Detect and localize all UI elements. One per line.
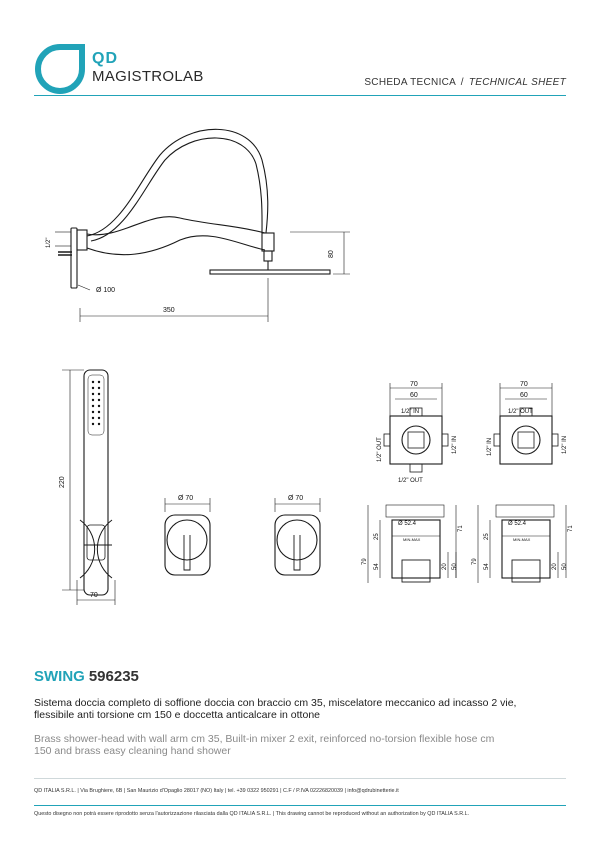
- dim-box-1-50: 50: [452, 563, 458, 570]
- dim-box-1-79: 79: [362, 558, 368, 565]
- dim-shower-diameter: Ø 100: [96, 287, 115, 294]
- dim-box-1-25: 25: [374, 533, 380, 540]
- product-code: 596235: [88, 668, 139, 685]
- qd-drop-logo-icon: [35, 44, 85, 94]
- dim-box-2-inner-width: 60: [520, 392, 528, 399]
- sheet-label-it: SCHEDA TECNICA: [364, 77, 456, 88]
- brand-name: MAGISTROLAB: [92, 68, 204, 85]
- dim-box-2-left: 1/2" IN: [487, 438, 493, 456]
- shower-head-drawing: [55, 128, 331, 289]
- dim-hand-width: 70: [90, 592, 98, 599]
- dim-box-1-20: 20: [442, 563, 448, 570]
- sheet-label: SCHEDA TECNICA / TECHNICAL SHEET: [364, 77, 566, 88]
- dim-shower-length: 350: [163, 307, 175, 314]
- header-divider: [34, 95, 566, 96]
- dim-box-1-54: 54: [374, 563, 380, 570]
- dim-box-1-inner-width: 60: [410, 392, 418, 399]
- dim-box-2-50: 50: [562, 563, 568, 570]
- box-2-top-drawing: [493, 407, 559, 465]
- hand-shower-spray-dots: [91, 380, 101, 426]
- company-info: QD ITALIA S.R.L. | Via Brughiere, 6B | S…: [34, 788, 399, 794]
- brand-logo: QD MAGISTROLAB: [34, 44, 204, 100]
- description-english: Brass shower-head with wall arm cm 35, B…: [34, 733, 495, 757]
- dim-box-2-71: 71: [568, 525, 574, 532]
- technical-drawing: 1/2" 80 Ø 100 350 220 70 Ø 70 Ø 70 70 60…: [0, 100, 600, 660]
- disclaimer: Questo disegno non potrà essere riprodot…: [34, 811, 470, 817]
- dim-box-2-body-diameter: Ø 52.4: [508, 521, 527, 527]
- dim-mixer-1-diameter: Ø 70: [178, 495, 193, 502]
- dim-box-1-body-diameter: Ø 52.4: [398, 521, 417, 527]
- mixer-2-drawing: [274, 514, 321, 576]
- dim-box-2-top: 1/2" OUT: [508, 409, 533, 415]
- footer-divider-top: [34, 778, 566, 779]
- box-1-side-drawing: [385, 504, 445, 583]
- brand-qd: QD: [92, 50, 118, 67]
- dim-box-2-54: 54: [484, 563, 490, 570]
- mixer-1-drawing: [164, 514, 211, 576]
- dim-hand-height: 220: [59, 476, 66, 488]
- dim-box-1-71: 71: [458, 525, 464, 532]
- technical-drawing-svg: 1/2" 80 Ø 100 350 220 70 Ø 70 Ø 70 70 60…: [46, 128, 574, 605]
- dim-shower-height: 80: [328, 250, 335, 258]
- dim-box-1-left: 1/2" OUT: [377, 437, 383, 462]
- dim-box-2-right: 1/2" IN: [562, 436, 568, 454]
- dim-box-1-right: 1/2" IN: [452, 436, 458, 454]
- hand-shower-dimensions: [62, 369, 116, 605]
- dim-box-1-width: 70: [410, 381, 418, 388]
- sheet-label-en: TECHNICAL SHEET: [468, 77, 566, 88]
- hand-shower-drawing: [79, 369, 113, 596]
- box-1-top-drawing: [383, 407, 449, 473]
- dim-mixer-2-diameter: Ø 70: [288, 495, 303, 502]
- sheet-label-separator: /: [460, 77, 464, 88]
- footer-divider-bottom: [34, 805, 566, 806]
- shower-head-dimensions: [77, 231, 350, 322]
- dim-box-2-range: MIN-MAX: [513, 537, 531, 542]
- dim-box-1-bottom: 1/2" OUT: [398, 478, 423, 484]
- box-2-side-drawing: [495, 504, 555, 583]
- dim-box-1-range: MIN-MAX: [403, 537, 421, 542]
- dim-box-2-79: 79: [472, 558, 478, 565]
- dim-box-1-top: 1/2" IN: [401, 409, 419, 415]
- product-name: SWING: [34, 668, 85, 685]
- description-italian: Sistema doccia completo di soffione docc…: [34, 697, 517, 721]
- dim-box-2-width: 70: [520, 381, 528, 388]
- dim-box-2-20: 20: [552, 563, 558, 570]
- dim-box-2-25: 25: [484, 533, 490, 540]
- dim-inlet: 1/2": [46, 238, 52, 248]
